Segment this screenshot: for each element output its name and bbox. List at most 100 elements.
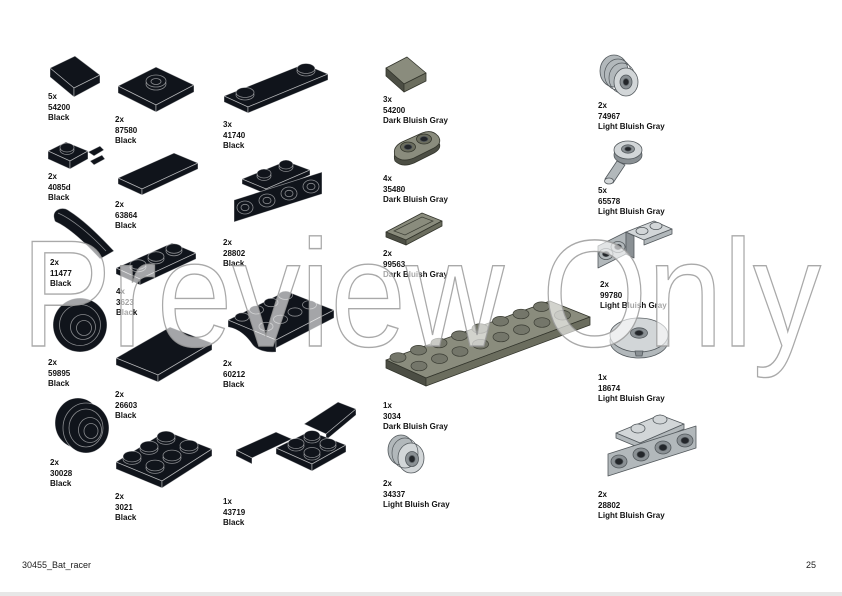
part-qty: 2x <box>383 479 392 488</box>
part-color: Black <box>115 221 137 230</box>
part-qty: 2x <box>598 101 607 110</box>
part-color: Dark Bluish Gray <box>383 116 448 125</box>
part-label: 2x 4085d Black <box>48 172 71 204</box>
part-label: 2x 28802 Light Bluish Gray <box>598 490 665 522</box>
part-image-clip-plate-4085d-black <box>44 136 110 181</box>
part-color: Light Bluish Gray <box>598 511 665 520</box>
part-label: 2x 63864 Black <box>115 200 137 232</box>
part-number: 65578 <box>598 196 621 206</box>
part-qty: 2x <box>600 280 609 289</box>
part-color: Light Bluish Gray <box>383 500 450 509</box>
part-color: Black <box>223 518 245 527</box>
part-color: Black <box>115 411 137 420</box>
part-label: 2x 87580 Black <box>115 115 137 147</box>
part-image-bracket-28802-black <box>228 158 338 241</box>
part-qty: 1x <box>223 497 232 506</box>
part-color: Dark Bluish Gray <box>383 270 448 279</box>
part-image-tile-63864-black <box>116 148 200 203</box>
part-qty: 2x <box>115 492 124 501</box>
part-number: 11477 <box>50 268 72 278</box>
part-label: 5x 65578 Light Bluish Gray <box>598 186 665 218</box>
part-image-wedge-plate-43719-black <box>232 394 367 495</box>
part-label: 2x 28802 Black <box>223 238 245 270</box>
part-image-dish-bar-65578-lbg <box>600 134 648 191</box>
part-image-plate-41740-black <box>220 50 332 119</box>
part-qty: 2x <box>50 258 59 267</box>
part-label: 2x 3021 Black <box>115 492 136 524</box>
part-number: 63864 <box>115 210 138 220</box>
part-color: Light Bluish Gray <box>598 207 665 216</box>
part-label: 2x 99563 Dark Bluish Gray <box>383 249 448 281</box>
part-qty: 2x <box>115 115 124 124</box>
part-number: 28802 <box>598 500 621 510</box>
part-image-tire-59895-black <box>50 296 110 359</box>
part-color: Dark Bluish Gray <box>383 195 448 204</box>
part-color: Black <box>115 136 137 145</box>
footer-page-number: 25 <box>805 560 816 570</box>
part-label: 2x 30028 Black <box>50 458 72 490</box>
part-image-curved-slope-11477-black <box>44 204 122 269</box>
part-color: Black <box>223 141 245 150</box>
part-image-plate-3021-black <box>114 420 216 499</box>
part-image-round-plate-18674-lbg <box>606 312 672 373</box>
footer-filename: 30455_Bat_racer <box>22 560 92 570</box>
part-number: 60212 <box>223 369 246 379</box>
part-image-rounded-plate-35480-dbg <box>386 128 446 177</box>
part-label: 3x 54200 Dark Bluish Gray <box>383 95 448 127</box>
part-number: 3034 <box>383 411 401 421</box>
part-number: 59895 <box>48 368 71 378</box>
part-label: 5x 54200 Black <box>48 92 70 124</box>
part-qty: 2x <box>223 359 232 368</box>
part-image-slope-54200-dbg <box>382 52 430 101</box>
part-color: Light Bluish Gray <box>600 301 667 310</box>
part-image-bracket-99780-lbg <box>590 220 674 287</box>
part-label: 2x 99780 Light Bluish Gray <box>600 280 667 312</box>
part-qty: 2x <box>598 490 607 499</box>
part-image-plate-3034-dbg <box>382 286 594 403</box>
part-image-tile-26603-black <box>114 318 216 395</box>
part-label: 2x 34337 Light Bluish Gray <box>383 479 450 511</box>
part-qty: 2x <box>223 238 232 247</box>
part-number: 41740 <box>223 130 246 140</box>
part-color: Black <box>223 259 245 268</box>
part-image-mudguard-60212-black <box>224 282 339 367</box>
part-qty: 5x <box>48 92 57 101</box>
part-number: 99563 <box>383 259 406 269</box>
part-qty: 3x <box>383 95 392 104</box>
part-color: Black <box>116 308 138 317</box>
part-qty: 2x <box>115 200 124 209</box>
part-color: Black <box>48 113 70 122</box>
part-number: 87580 <box>115 125 138 135</box>
part-qty: 4x <box>383 174 392 183</box>
part-number: 30028 <box>50 468 73 478</box>
part-image-tire-30028-black <box>52 396 114 461</box>
part-image-jumper-plate-87580-black <box>116 60 196 123</box>
part-number: 35480 <box>383 184 406 194</box>
part-image-plate-3623-black <box>114 236 200 295</box>
part-color: Black <box>50 479 72 488</box>
page-bottom-edge <box>0 592 842 596</box>
part-number: 26603 <box>115 400 138 410</box>
part-label: 2x 26603 Black <box>115 390 137 422</box>
part-qty: 2x <box>383 249 392 258</box>
part-label: 4x 3623 Black <box>116 287 137 319</box>
part-qty: 2x <box>115 390 124 399</box>
part-qty: 2x <box>50 458 59 467</box>
part-color: Black <box>115 513 137 522</box>
part-number: 28802 <box>223 248 246 258</box>
part-qty: 5x <box>598 186 607 195</box>
part-label: 3x 41740 Black <box>223 120 245 152</box>
part-label: 1x 3034 Dark Bluish Gray <box>383 401 448 433</box>
part-number: 54200 <box>48 102 71 112</box>
part-image-wheel-34337-lbg <box>386 430 428 483</box>
part-number: 3623 <box>116 297 134 307</box>
part-number: 43719 <box>223 507 246 517</box>
part-qty: 1x <box>598 373 607 382</box>
part-number: 34337 <box>383 489 406 499</box>
part-qty: 2x <box>48 358 57 367</box>
part-label: 1x 18674 Light Bluish Gray <box>598 373 665 405</box>
part-qty: 2x <box>48 172 57 181</box>
part-color: Dark Bluish Gray <box>383 422 448 431</box>
part-image-ingot-99563-dbg <box>382 206 446 255</box>
